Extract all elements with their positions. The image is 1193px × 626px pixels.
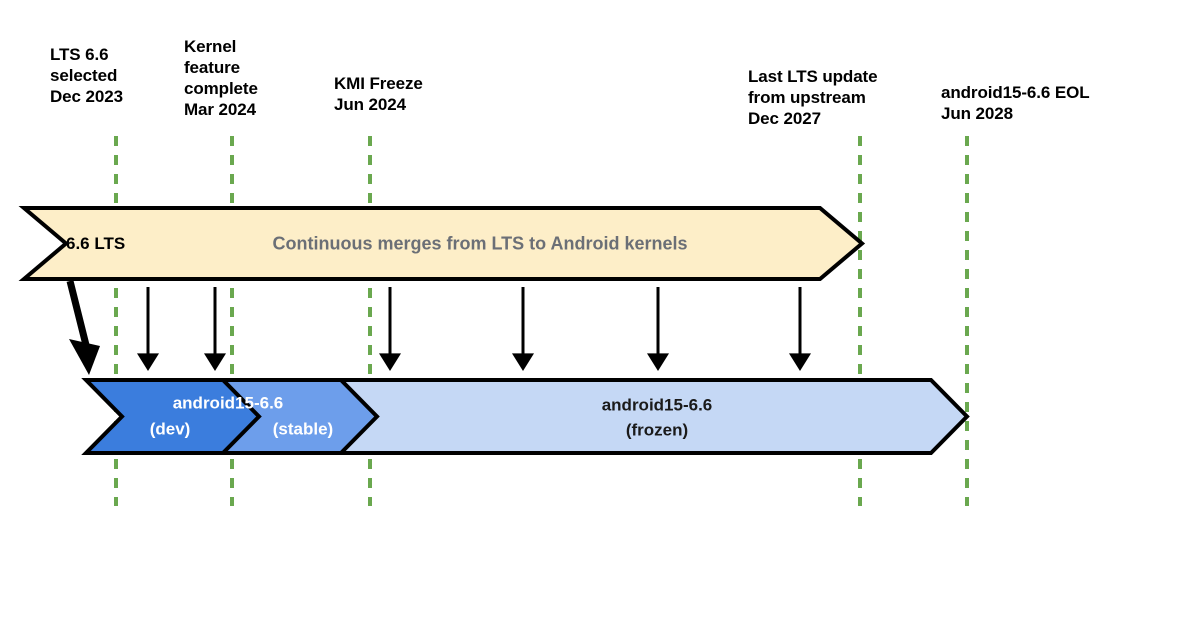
merge-arrow-6 [789, 287, 811, 371]
merge-arrow-head [789, 353, 811, 371]
merge-arrow-3 [379, 287, 401, 371]
milestone-label-line: Dec 2023 [50, 87, 123, 106]
milestone-label-line: Jun 2028 [941, 104, 1013, 123]
milestone-label-line: android15-6.6 EOL [941, 83, 1090, 102]
milestone-label-line: Jun 2024 [334, 95, 406, 114]
merge-arrow-5 [647, 287, 669, 371]
merge-arrow-head [204, 353, 226, 371]
merge-arrow-head [647, 353, 669, 371]
milestone-label-line: complete [184, 79, 258, 98]
lts-to-android-branch-arrow [66, 280, 100, 375]
android-band-frozen [336, 378, 970, 455]
merge-arrows-group [137, 287, 811, 371]
milestone-label-line: Mar 2024 [184, 100, 256, 119]
android-band-name-dev: android15-6.6 [173, 393, 284, 412]
branch-arrow-shaft [66, 280, 92, 354]
milestone-label-line: from upstream [748, 88, 866, 107]
milestone-label-line: selected [50, 66, 118, 85]
branch-arrow-head [69, 339, 100, 375]
merge-arrow-head [379, 353, 401, 371]
merge-arrow-4 [512, 287, 534, 371]
merge-arrow-1 [137, 287, 159, 371]
lts-continuous-merge-label: Continuous merges from LTS to Android ke… [272, 233, 687, 253]
lts-band-label: 6.6 LTS [66, 234, 125, 253]
merge-arrow-head [137, 353, 159, 371]
lts-band-shape [18, 206, 866, 281]
milestone-label-line: Kernel [184, 37, 237, 56]
android-band-state-frozen: (frozen) [626, 420, 688, 439]
milestone-label-line: LTS 6.6 [50, 45, 109, 64]
android-band-state-stable: (stable) [273, 419, 333, 438]
milestone-label-line: Dec 2027 [748, 109, 821, 128]
android-bands-group: android15-6.6 (dev) (stable) android15-6.6 (… [81, 378, 970, 455]
milestone-label-android15-eol: android15-6.6 EOL Jun 2028 [941, 82, 1090, 124]
android-band-name-frozen: android15-6.6 [602, 395, 713, 414]
milestone-label-line: Last LTS update [748, 67, 878, 86]
merge-arrow-head [512, 353, 534, 371]
merge-arrow-2 [204, 287, 226, 371]
milestone-label-line: KMI Freeze [334, 74, 423, 93]
milestone-label-line: feature [184, 58, 240, 77]
lts-band-group: 6.6 LTS Continuous merges from LTS to An… [18, 206, 866, 281]
android-band-shape-frozen [336, 378, 970, 455]
android-band-state-dev: (dev) [150, 419, 191, 438]
